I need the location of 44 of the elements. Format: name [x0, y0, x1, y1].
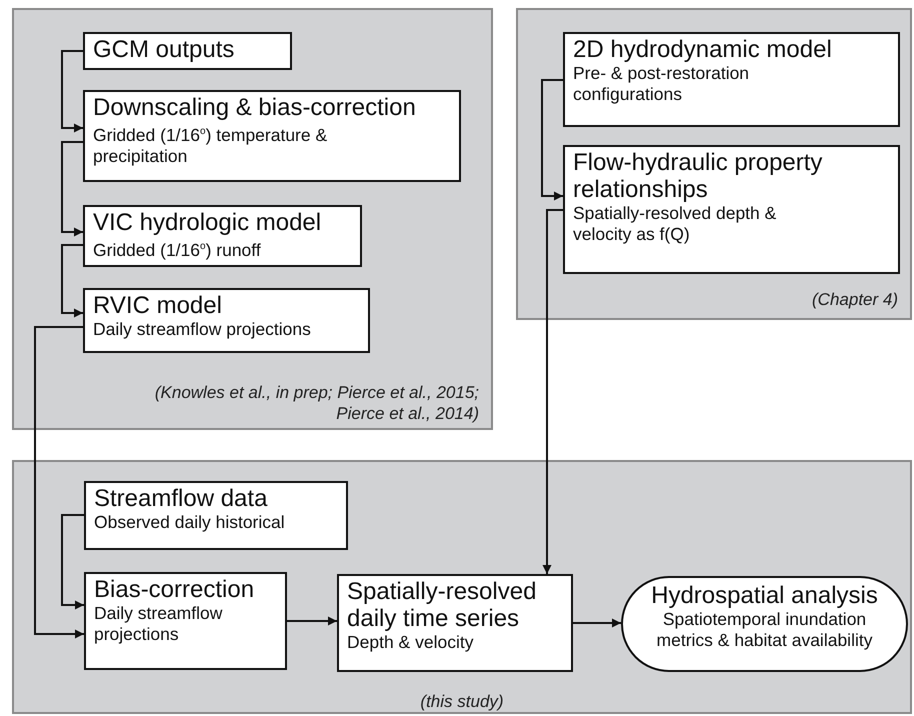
- box-description: Daily streamflow projections: [93, 319, 312, 340]
- terminal-box: [621, 576, 908, 672]
- box-title: Spatially-resolved daily time series: [347, 578, 538, 632]
- arrow: [541, 79, 563, 200]
- panel-background: [12, 460, 912, 714]
- process-box: [563, 145, 900, 274]
- box-title: 2D hydrodynamic model: [573, 36, 833, 63]
- process-box: [563, 32, 900, 127]
- box-title: VIC hydrologic model: [93, 209, 322, 236]
- panel-background: [12, 8, 493, 430]
- box-description: Spatiotemporal inundation metrics & habitat availability: [656, 609, 874, 651]
- process-box: [83, 90, 461, 182]
- source-note: (this study): [419, 691, 505, 712]
- box-description: Pre- & post-restoration configurations: [573, 63, 750, 105]
- arrow: [573, 618, 621, 628]
- arrow: [61, 141, 83, 236]
- arrow: [287, 616, 337, 626]
- process-box: [83, 205, 362, 267]
- process-box: [83, 32, 292, 70]
- box-title: Streamflow data: [94, 485, 268, 512]
- box-description: Observed daily historical: [94, 512, 286, 533]
- arrow: [61, 50, 83, 132]
- box-title: Bias-correction: [94, 576, 256, 603]
- panel-background: [516, 8, 912, 320]
- box-title: Downscaling & bias-correction: [93, 94, 417, 121]
- box-description: Depth & velocity: [347, 632, 474, 653]
- box-description: Gridded (1/16$^{o}$) runoff: [93, 238, 262, 261]
- source-note: (Knowles et al., in prep; Pierce et al., 2015; Pierce et al., 2014): [154, 382, 479, 424]
- box-description: Gridded (1/16$^{o}$) temperature & precipitation: [93, 124, 328, 167]
- box-title: RVIC model: [93, 292, 223, 319]
- process-box: [337, 574, 573, 672]
- arrow: [542, 209, 563, 574]
- arrow: [61, 514, 84, 610]
- arrow: [61, 244, 83, 318]
- process-box: [84, 572, 287, 670]
- box-description: Spatially-resolved depth & velocity as f(Q): [573, 203, 778, 245]
- box-title: Hydrospatial analysis: [650, 582, 879, 609]
- box-description: Daily streamflow projections: [94, 603, 224, 645]
- process-box: [84, 481, 348, 550]
- process-box: [83, 288, 370, 353]
- box-title: GCM outputs: [93, 36, 236, 63]
- arrow: [34, 326, 84, 638]
- source-note: (Chapter 4): [811, 289, 898, 310]
- box-title: Flow-hydraulic property relationships: [573, 149, 824, 203]
